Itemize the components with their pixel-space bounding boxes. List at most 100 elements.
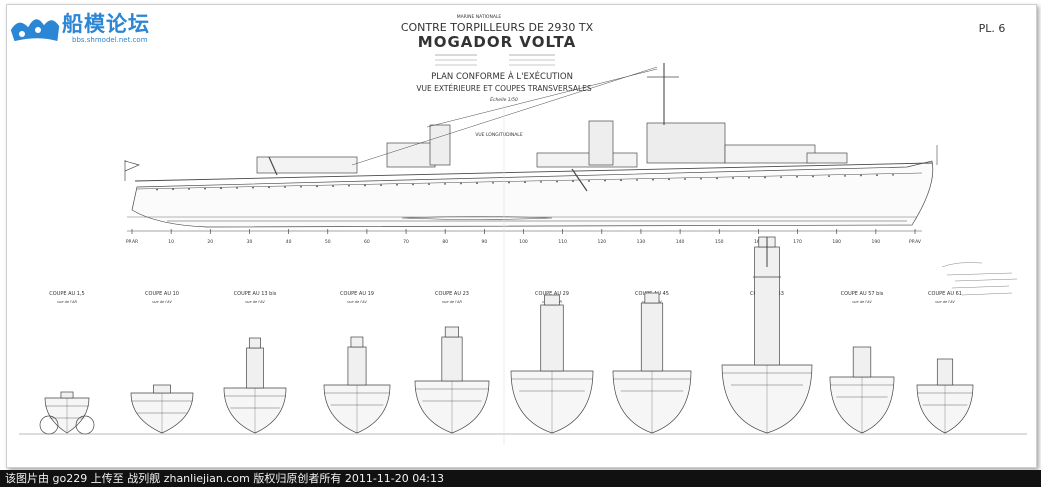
section-superstructure <box>153 384 171 394</box>
subtitle-views: VUE EXTÉRIEURE ET COUPES TRANSVERSALES <box>416 84 592 93</box>
porthole <box>684 178 686 180</box>
section-superstructure <box>441 336 463 382</box>
plate-title: CONTRE TORPILLEURS DE 2930 TX <box>401 21 594 34</box>
porthole <box>156 188 158 191</box>
section-upper-tier <box>644 292 660 304</box>
porthole <box>428 183 430 186</box>
site-name: 船模论坛 <box>62 12 150 36</box>
deck-line <box>134 162 933 182</box>
section-scale: vue de l'AV <box>245 300 265 304</box>
cross-section: COUPE AU 45vue de l'AV <box>612 291 692 434</box>
subtitle-execution: PLAN CONFORME À L'EXÉCUTION <box>431 70 573 82</box>
section-upper-tier <box>444 326 459 338</box>
section-upper-tier <box>544 294 560 306</box>
porthole <box>364 184 366 187</box>
porthole <box>236 187 238 189</box>
frame-label: 60 <box>364 239 370 245</box>
porthole <box>620 179 622 182</box>
section-superstructure <box>347 346 367 386</box>
scale-note: Échelle 1/50 <box>490 95 518 103</box>
porthole <box>348 184 350 187</box>
porthole <box>460 182 462 185</box>
frame-label: 40 <box>286 239 292 245</box>
porthole <box>332 185 334 187</box>
ship-model-logo-icon <box>9 17 61 43</box>
frame-label: 150 <box>715 239 724 245</box>
section-upper-tier <box>248 337 261 349</box>
frame-label: 190 <box>872 239 881 245</box>
porthole <box>524 181 526 184</box>
ship-plan-drawing: MARINE NATIONALE CONTRE TORPILLEURS DE 2… <box>19 14 1027 445</box>
porthole <box>476 182 478 185</box>
frame-label: 10 <box>168 239 174 245</box>
section-scale: vue de l'AV <box>852 300 872 304</box>
porthole <box>636 179 638 181</box>
porthole <box>508 181 510 184</box>
fore-gun-house <box>806 152 848 164</box>
cross-section: COUPE AU 53vue de l'AV <box>721 236 813 434</box>
frame-label: 30 <box>247 239 253 245</box>
porthole <box>604 179 606 182</box>
frame-ticks <box>131 229 916 234</box>
porthole <box>204 187 206 190</box>
section-superstructure <box>852 346 872 378</box>
frame-label: 120 <box>598 239 607 245</box>
porthole <box>652 178 654 181</box>
section-scale: vue de l'AR <box>57 300 77 304</box>
cross-section: COUPE AU 29vue de l'AR <box>510 291 594 434</box>
rigging-mid-stay <box>426 68 658 128</box>
section-scale: vue de l'AV <box>152 300 172 304</box>
cross-section: COUPE AU 1,5 vue de l'AR <box>39 291 95 435</box>
porthole <box>700 177 702 180</box>
porthole <box>540 181 542 183</box>
cross-section: COUPE AU 13 bis vue de l'AV <box>223 291 287 434</box>
approval-block-right <box>509 54 555 66</box>
section-superstructure <box>60 391 74 399</box>
rigging-aft-stay <box>351 66 658 166</box>
propeller-guard <box>39 415 59 435</box>
frame-label: 130 <box>637 239 646 245</box>
porthole <box>716 177 718 180</box>
header-small: MARINE NATIONALE <box>457 14 502 20</box>
porthole <box>748 176 750 179</box>
view-label: VUE LONGITUDINALE <box>475 132 523 138</box>
section-superstructure <box>640 302 664 372</box>
portholes <box>156 173 894 191</box>
porthole <box>860 174 862 177</box>
porthole <box>588 180 590 182</box>
site-watermark: 船模论坛 bbs.shmodel.net.com <box>8 8 158 50</box>
section-label: COUPE AU 1,5 <box>49 291 84 297</box>
section-label: COUPE AU 13 bis <box>234 291 277 297</box>
frame-label: 90 <box>481 239 487 245</box>
fore-funnel <box>588 120 614 166</box>
porthole <box>284 186 286 188</box>
porthole <box>252 186 254 189</box>
aft-funnel <box>429 124 451 166</box>
porthole <box>796 175 798 178</box>
porthole <box>732 177 734 179</box>
section-superstructure <box>246 347 264 389</box>
porthole <box>300 185 302 188</box>
porthole <box>668 178 670 181</box>
frame-label: 80 <box>442 239 448 245</box>
frame-label: PP.AV <box>909 239 922 245</box>
section-label: COUPE AU 23 <box>435 291 469 297</box>
porthole <box>396 183 398 186</box>
porthole <box>380 184 382 187</box>
section-superstructure <box>540 304 564 372</box>
site-url: bbs.shmodel.net.com <box>72 36 148 44</box>
approval-block-left <box>435 54 477 66</box>
frame-label: 100 <box>519 239 528 245</box>
frame-label: 20 <box>207 239 213 245</box>
porthole <box>572 180 574 183</box>
approval-signatures <box>941 262 1018 296</box>
plate-number: PL. 6 <box>979 22 1006 35</box>
profile-view <box>124 63 938 234</box>
porthole <box>844 174 846 177</box>
